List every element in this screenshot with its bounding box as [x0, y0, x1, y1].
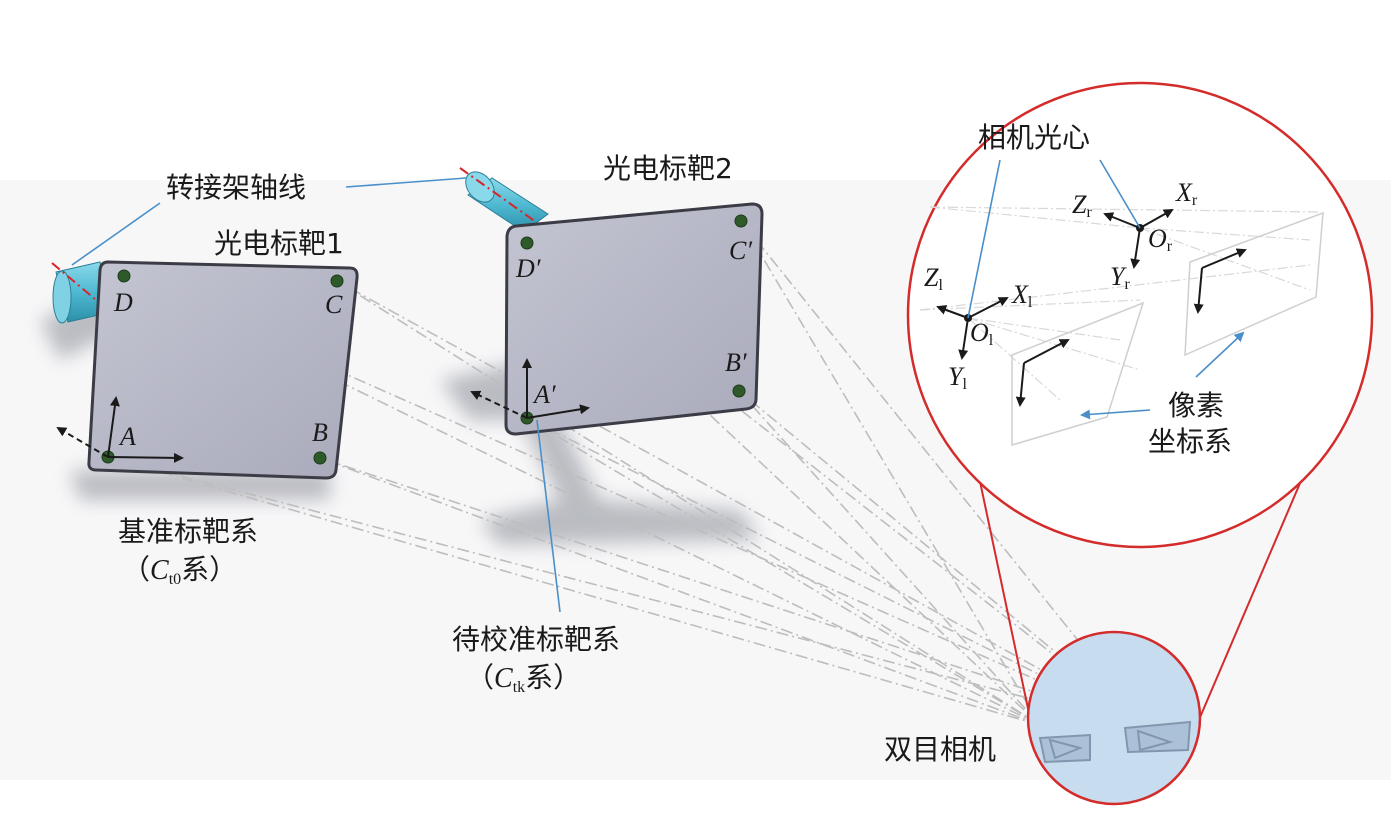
target2-mount	[459, 167, 549, 233]
target1-axes	[56, 396, 184, 463]
pixel-frame-arrows	[1080, 331, 1245, 420]
leader-lines	[71, 177, 561, 613]
optical-center-label: 相机光心	[978, 121, 1091, 154]
plate-shadows	[40, 290, 760, 545]
target1-title: 光电标靶1	[214, 227, 344, 260]
left-camera-axes	[936, 297, 1009, 360]
stereo-camera-label: 双目相机	[884, 733, 997, 766]
axis-Yr-label: Yr	[1110, 262, 1130, 293]
projection-rays	[107, 220, 1151, 731]
axis-Yl-label: Yl	[948, 362, 967, 393]
axis-Or-label: Or	[1148, 224, 1173, 255]
camera-closeup	[1026, 630, 1202, 806]
axis-Xl-label: Xl	[1012, 280, 1033, 311]
marker-C	[330, 274, 344, 288]
magnified-view	[906, 81, 1374, 549]
marker-B-prime	[732, 384, 746, 398]
target2-axes	[470, 358, 590, 419]
optical-center-leaders	[967, 159, 1141, 319]
point-A-label: A	[120, 422, 136, 451]
marker-B	[313, 451, 327, 465]
calib-frame-symbol: （Ctk系）	[466, 661, 582, 696]
axis-Xr-label: Xr	[1176, 178, 1198, 209]
right-camera-axes	[1103, 209, 1174, 269]
marker-D-prime	[520, 236, 534, 250]
point-A-prime-label: A′	[534, 380, 556, 409]
target2-title: 光电标靶2	[603, 152, 733, 185]
stereo-camera-bodies	[1038, 720, 1192, 764]
reference-frame-label: 基准标靶系	[118, 515, 259, 548]
pixel-plane-axes	[1015, 248, 1247, 407]
marker-C-prime	[734, 214, 748, 228]
reference-frame-symbol: （Ct0系）	[122, 553, 238, 588]
axis-Zr-label: Zr	[1072, 190, 1092, 221]
point-D-label: D	[114, 288, 133, 317]
marker-D	[117, 269, 131, 283]
point-D-prime-label: D′	[516, 254, 541, 283]
target2-plate	[504, 202, 764, 436]
axis-Ol-label: Ol	[970, 318, 994, 349]
pixel-frame-label-line1: 像素	[1168, 389, 1225, 422]
pixel-planes	[1011, 211, 1324, 447]
adapter-axis-label: 转接架轴线	[166, 171, 307, 204]
axis-Zl-label: Zl	[924, 263, 943, 294]
calib-frame-label: 待校准标靶系	[452, 623, 621, 656]
target1-plate	[87, 260, 359, 480]
pixel-frame-label-line2: 坐标系	[1148, 425, 1233, 458]
point-B-label: B	[312, 418, 328, 447]
point-B-prime-label: B′	[725, 348, 747, 377]
point-C-label: C	[325, 290, 343, 319]
point-C-prime-label: C′	[729, 236, 753, 265]
